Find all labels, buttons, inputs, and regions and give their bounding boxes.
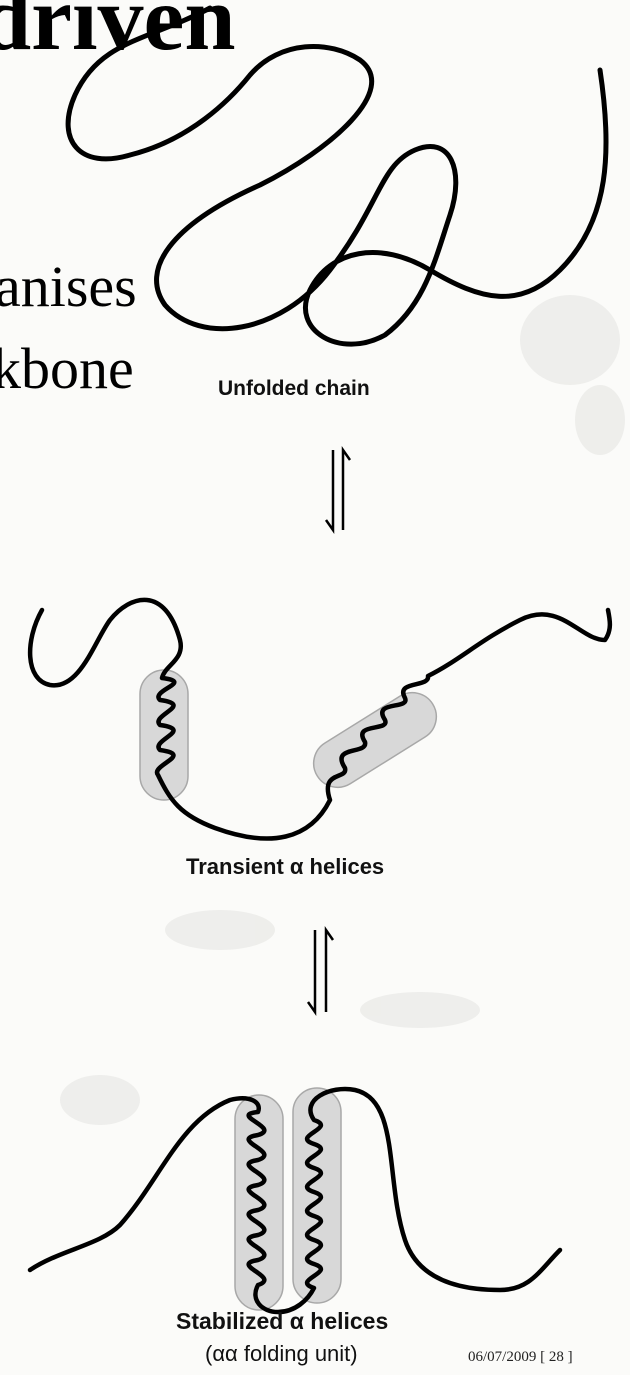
label-unfolded-chain: Unfolded chain: [218, 378, 370, 399]
label-folding-unit: (αα folding unit): [205, 1343, 358, 1365]
slide-footer-date-page: 06/07/2009 [ 28 ]: [468, 1350, 573, 1365]
equilibrium-arrow-2: [308, 930, 333, 1012]
label-transient-helices: Transient α helices: [186, 856, 384, 878]
unfolded-chain: [68, 8, 606, 344]
label-stabilized-helices: Stabilized α helices: [176, 1310, 388, 1333]
equilibrium-arrow-1: [326, 450, 350, 530]
transient-chain: [30, 600, 610, 839]
stable-helix-cylinder-1: [235, 1095, 283, 1310]
transient-helix-cylinder-2: [305, 684, 446, 797]
